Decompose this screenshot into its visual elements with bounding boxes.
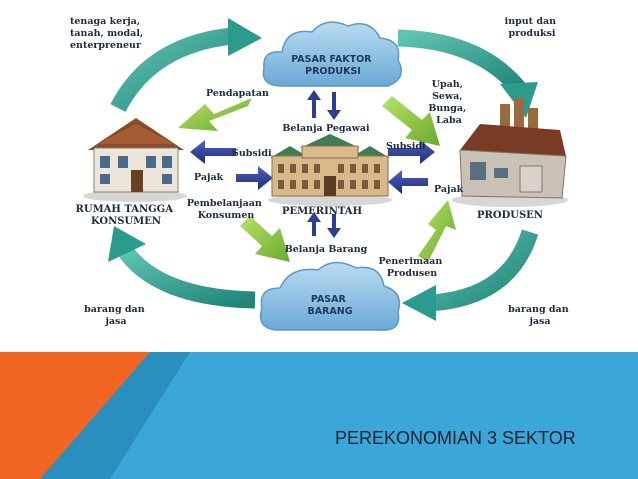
footer-banner [0,352,638,479]
goods-services-right-label: barang dan jasa [508,304,572,327]
employee-spending-label: Belanja Pegawai [282,123,370,134]
subsidy-right-label: Subsidi [386,141,426,152]
green-arrow-income [178,98,252,131]
factor-payments-label: Upah, Sewa, Bunga, Laba [428,79,469,126]
cycle-arrow-top-left [110,27,234,113]
blue-arrow-tax-left [236,166,273,190]
government-label: PEMERINTAH [282,206,362,217]
economy-flow-diagram: PASAR FAKTOR PRODUKSI PASAR BARANG RUMAH… [70,16,572,331]
goods-market-cloud [259,261,401,331]
green-arrow-consumer-spending [240,216,290,262]
green-arrow-producer-revenue [418,200,456,262]
goods-market-label: PASAR BARANG [307,294,352,317]
goods-spending-label: Belanja Barang [285,244,368,255]
slide-title: PEREKONOMIAN 3 SEKTOR [335,428,576,448]
government-building-icon [268,134,392,206]
cycle-arrowhead-bottom-right [402,285,436,321]
blue-arrow-tax-right [388,170,428,194]
producers-label: PRODUSEN [477,210,543,221]
factor-market-label: PASAR FAKTOR PRODUKSI [291,54,375,77]
goods-services-left-label: barang dan jasa [84,304,148,327]
factory-icon [452,98,568,207]
cycle-arrowhead-top-left [228,18,262,56]
tax-right-label: Pajak [434,184,464,195]
input-production-label: input dan produksi [505,16,560,39]
blue-arrow-subsidy-right [388,140,435,164]
green-arrow-factor-payments [382,96,440,146]
subsidy-left-label: Subsidi [232,148,272,159]
households-label: RUMAH TANGGA KONSUMEN [76,204,177,227]
factors-supply-label: tenaga kerja, tanah, modal, enterpreneur [70,16,147,51]
blue-arrows-government-goods-market [307,212,341,238]
blue-arrows-factor-market-government [307,90,341,120]
tax-left-label: Pajak [194,172,224,183]
cycle-arrowhead-bottom-left [108,226,146,262]
factor-market-cloud [262,21,403,87]
cycle-arrow-bottom-left [119,246,256,309]
producer-revenue-label: Penerimaan Produsen [378,256,445,279]
blue-arrow-subsidy-left [190,140,236,164]
income-label: Pendapatan [206,88,269,99]
household-house-icon [83,118,187,202]
cycle-arrow-bottom-right [429,229,539,312]
banner-orange-stripe [0,352,150,479]
cycle-arrow-top-right [397,29,527,96]
consumer-spending-label: Pembelanjaan Konsumen [187,198,265,221]
